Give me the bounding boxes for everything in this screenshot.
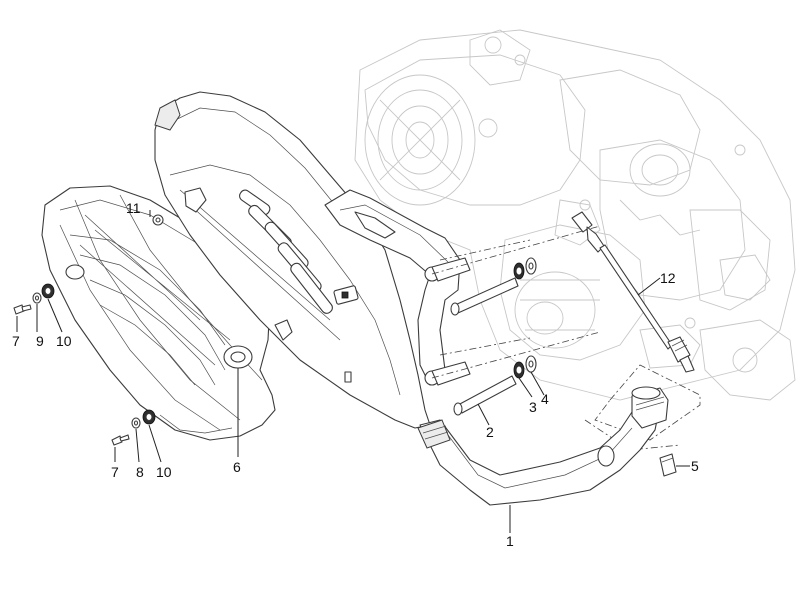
callout-11: 11 [126, 200, 141, 216]
nut-11 [152, 214, 164, 226]
callout-5: 5 [691, 458, 699, 474]
support-bracket [324, 189, 471, 386]
grommet-10-upper [41, 283, 55, 299]
callout-4: 4 [541, 391, 549, 407]
callout-12: 12 [660, 270, 676, 286]
callout-labels: 1 2 3 4 5 6 7 7 8 9 10 10 11 12 [12, 200, 699, 549]
pipe-clamp [659, 453, 677, 477]
washer-9 [32, 292, 42, 304]
callout-3: 3 [529, 399, 537, 415]
callout-10-lower: 10 [156, 464, 172, 480]
muffler-louvers [239, 189, 333, 314]
screw-7-upper [13, 304, 32, 315]
callout-2: 2 [486, 424, 494, 440]
assembly-guides [431, 225, 701, 451]
callout-7-lower: 7 [111, 464, 119, 480]
exhaust-pipe [417, 386, 669, 506]
callout-1: 1 [506, 533, 514, 549]
callout-7-upper: 7 [12, 333, 20, 349]
grommet-10-lower [142, 409, 156, 425]
leader-lines [16, 210, 690, 533]
bolt-upper [450, 277, 519, 316]
screw-7-lower [111, 434, 130, 446]
washer-set [513, 257, 537, 379]
washer-8 [131, 417, 141, 429]
callout-6: 6 [233, 459, 241, 475]
callout-8: 8 [136, 464, 144, 480]
bolt-lower [453, 375, 517, 416]
muffler [154, 91, 431, 429]
callout-10-upper: 10 [56, 333, 72, 349]
lambda-sensor [571, 211, 695, 373]
callout-9: 9 [36, 333, 44, 349]
